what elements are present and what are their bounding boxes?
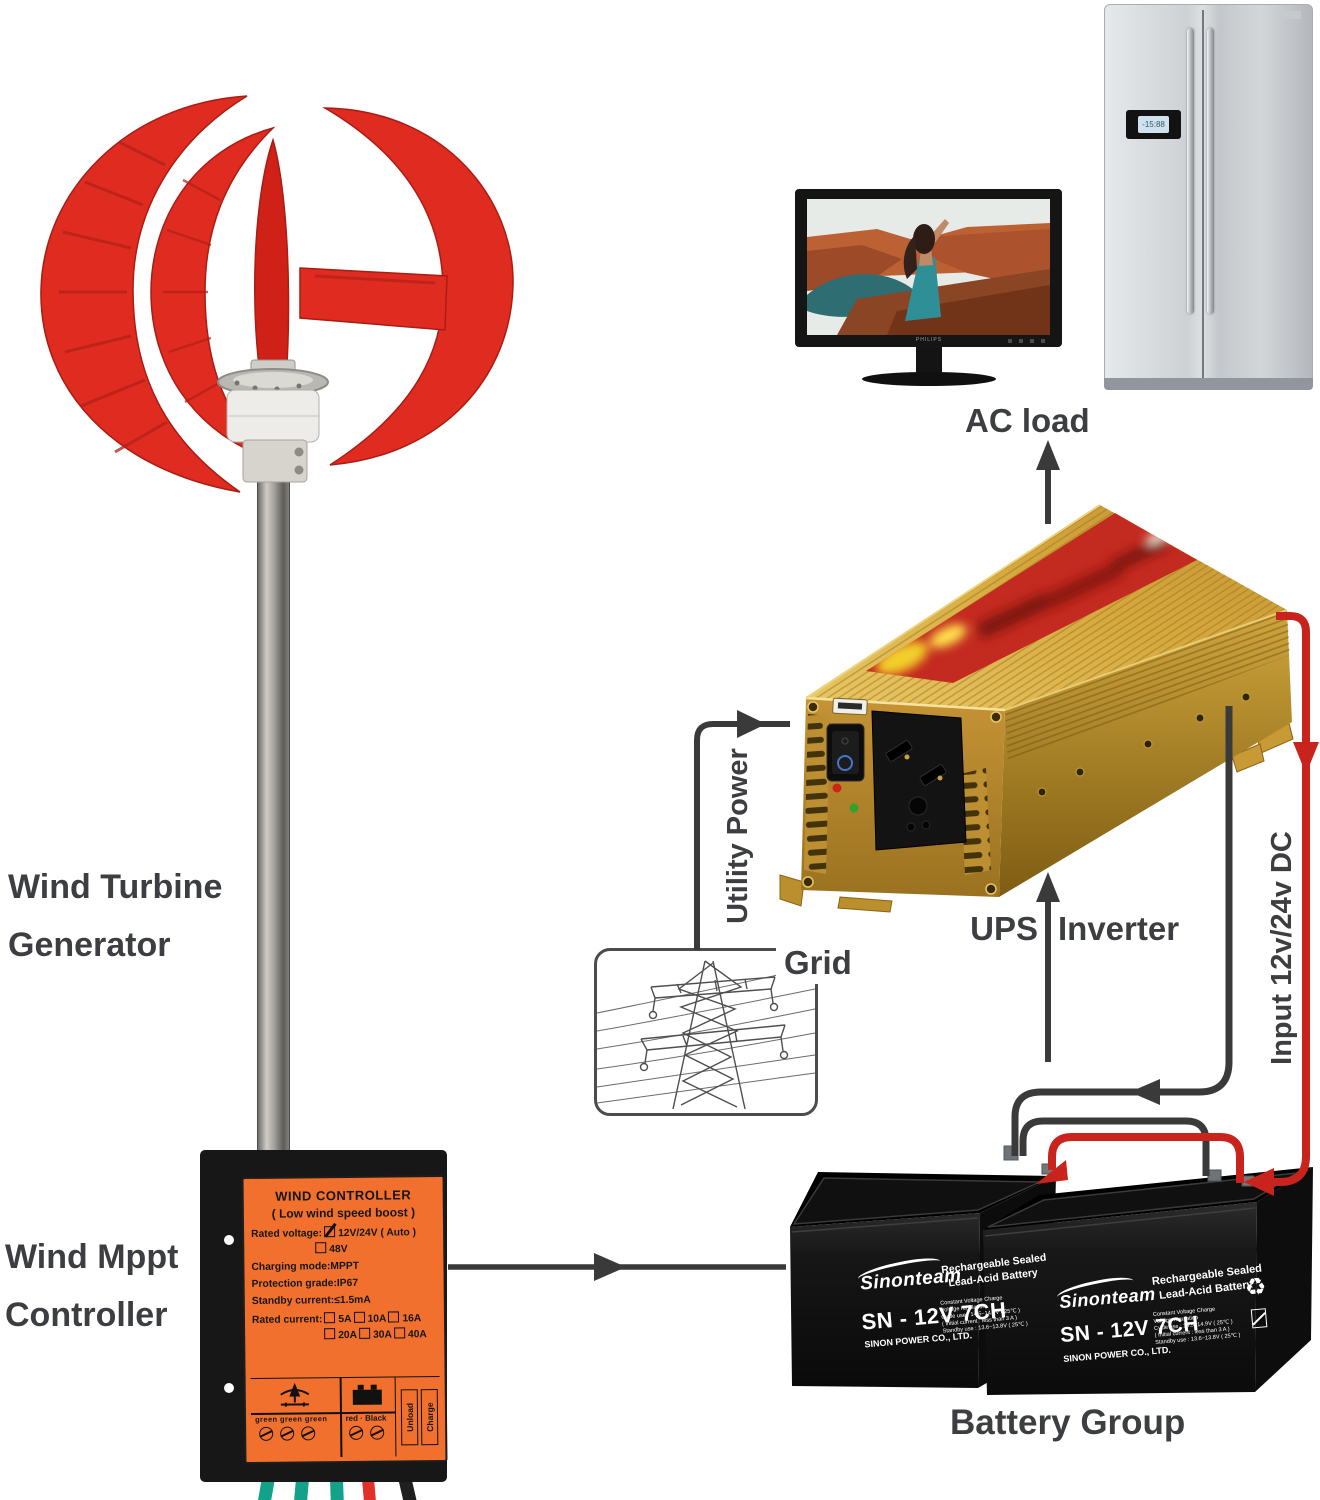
- current-option-16a: 16A: [402, 1313, 422, 1325]
- rated-voltage-row: Rated voltage: 12V/24V ( Auto ): [251, 1225, 436, 1240]
- turbine-icon: [251, 1378, 340, 1413]
- monitor-brand-logo: PHILIPS: [915, 337, 943, 343]
- vent-grille-left: [804, 714, 830, 874]
- battery-2-label: Sinonteam SN - 12V 7CH SINON POWER CO., …: [1048, 1261, 1307, 1392]
- checkbox-16a: [388, 1311, 400, 1323]
- battery-terminals: [349, 1425, 385, 1440]
- inverter-label-stripe: [866, 513, 1197, 683]
- woman-figure: [903, 219, 949, 321]
- battery-icon: [339, 1377, 394, 1412]
- checkbox-48v: [315, 1242, 327, 1254]
- ac-load-label: AC load: [965, 402, 1090, 439]
- charge-tag: Charge: [420, 1389, 439, 1446]
- rated-current-row1: Rated current: 5A 10A 16A: [252, 1311, 437, 1326]
- charge-label: Charge: [424, 1402, 436, 1432]
- wind-turbine-generator-label: Wind Turbine Generator: [8, 868, 223, 965]
- rated-current-row2: 20A 30A 40A: [322, 1327, 437, 1341]
- monitor-stand-neck: [916, 347, 942, 376]
- current-option-40a: 40A: [407, 1329, 427, 1341]
- ups-inverter-label-right: Inverter: [1058, 910, 1180, 947]
- usb-port: [832, 697, 868, 716]
- input-dc-label: Input 12v/24v DC: [1266, 831, 1298, 1065]
- fridge-door-gap: [1202, 10, 1204, 378]
- screw-terminal-icon: [259, 1426, 274, 1441]
- standby-current: Standby current:≤1.5mA: [251, 1294, 371, 1307]
- controller-subtitle: ( Low wind speed boost ): [271, 1205, 416, 1221]
- table-divider: [394, 1377, 397, 1457]
- rated-current-label: Rated current:: [251, 1314, 323, 1326]
- monitor-buttons: [1008, 339, 1050, 343]
- controller-to-battery-arrow: [448, 1253, 786, 1281]
- power-switch: [826, 723, 865, 782]
- current-option-30a: 30A: [372, 1329, 393, 1341]
- current-option-20a: 20A: [338, 1329, 358, 1342]
- canyon-photo: [807, 199, 1050, 335]
- protection-grade: Protection grade:IP67: [251, 1277, 359, 1290]
- unload-label: Unload: [404, 1402, 416, 1432]
- rated-voltage-label: Rated voltage:: [251, 1228, 323, 1240]
- fridge-handle-right: [1207, 28, 1214, 314]
- checkbox-5a: [324, 1312, 336, 1324]
- red-terminal-label: red: [345, 1413, 359, 1423]
- vent-grille-right: [960, 768, 991, 875]
- utility-power-label: Utility Power: [722, 748, 754, 924]
- turbine-hub: [217, 359, 329, 483]
- charging-mode: Charging mode:MPPT: [251, 1260, 360, 1273]
- voltage-48v-row: 48V: [313, 1241, 436, 1255]
- unload-tag: Unload: [400, 1389, 419, 1446]
- fridge-lcd-screen: -15:88: [1138, 116, 1169, 133]
- transmission-tower-icon: [596, 960, 816, 1110]
- terminal-red-black-labels: red · Black: [345, 1413, 387, 1423]
- terminal-green-labels: green green green: [254, 1414, 328, 1424]
- current-option-10a: 10A: [367, 1313, 387, 1325]
- front-screws: [802, 701, 1002, 895]
- inverter-front-panel: [802, 692, 1251, 895]
- wind-controller-device: WIND CONTROLLER ( Low wind speed boost )…: [241, 1174, 448, 1465]
- screw-terminal-icon: [301, 1426, 316, 1441]
- pb-disposal-icon: [1250, 1308, 1268, 1329]
- black-terminal-label: Black: [365, 1413, 387, 1423]
- current-option-5a: 5A: [338, 1313, 352, 1326]
- ups-inverter-device: [779, 504, 1294, 913]
- fridge-brand-logo: [1281, 11, 1301, 19]
- fridge-base: [1104, 378, 1313, 390]
- ups-inverter-label-left: UPS: [970, 910, 1038, 947]
- wind-mppt-controller-label: Wind Mppt Controller: [5, 1238, 179, 1335]
- checkbox-12v24v-checked: [323, 1226, 336, 1238]
- battery-company: SINON POWER CO., LTD.: [1062, 1344, 1172, 1365]
- battery-specs: Constant Voltage Charge Voltage regulati…: [940, 1293, 1028, 1335]
- fridge-handle-left: [1187, 28, 1194, 314]
- checkbox-10a: [353, 1311, 365, 1323]
- green-terminals: [259, 1426, 316, 1441]
- ac-socket: [871, 710, 967, 851]
- monitor-screen: [807, 199, 1050, 335]
- voltage-option-48v: 48V: [329, 1243, 348, 1256]
- green-led: [849, 803, 859, 813]
- terminal-table: green green green red · Black Unload Cha…: [250, 1376, 441, 1458]
- red-led: [832, 783, 842, 793]
- checkbox-40a: [393, 1327, 405, 1339]
- screw-terminal-icon: [370, 1425, 385, 1440]
- wind-turbine-image: [40, 95, 514, 493]
- turbine-pole: [257, 452, 290, 1167]
- mount-hole: [224, 1383, 234, 1393]
- checkbox-20a: [324, 1328, 336, 1340]
- battery-group-label: Battery Group: [950, 1403, 1186, 1442]
- grid-label: Grid: [776, 942, 860, 984]
- checkbox-30a: [358, 1327, 371, 1339]
- voltage-option-12v24v: 12V/24V ( Auto ): [337, 1227, 417, 1240]
- screw-terminal-icon: [280, 1426, 295, 1441]
- battery-specs: Constant Voltage Charge Voltage regulati…: [1153, 1305, 1241, 1347]
- monitor-stand-base: [862, 372, 996, 386]
- controller-title: WIND CONTROLLER: [275, 1187, 412, 1204]
- recycle-icon: ♻: [1243, 1273, 1268, 1302]
- screw-terminal-icon: [349, 1425, 364, 1440]
- mount-hole: [224, 1235, 234, 1245]
